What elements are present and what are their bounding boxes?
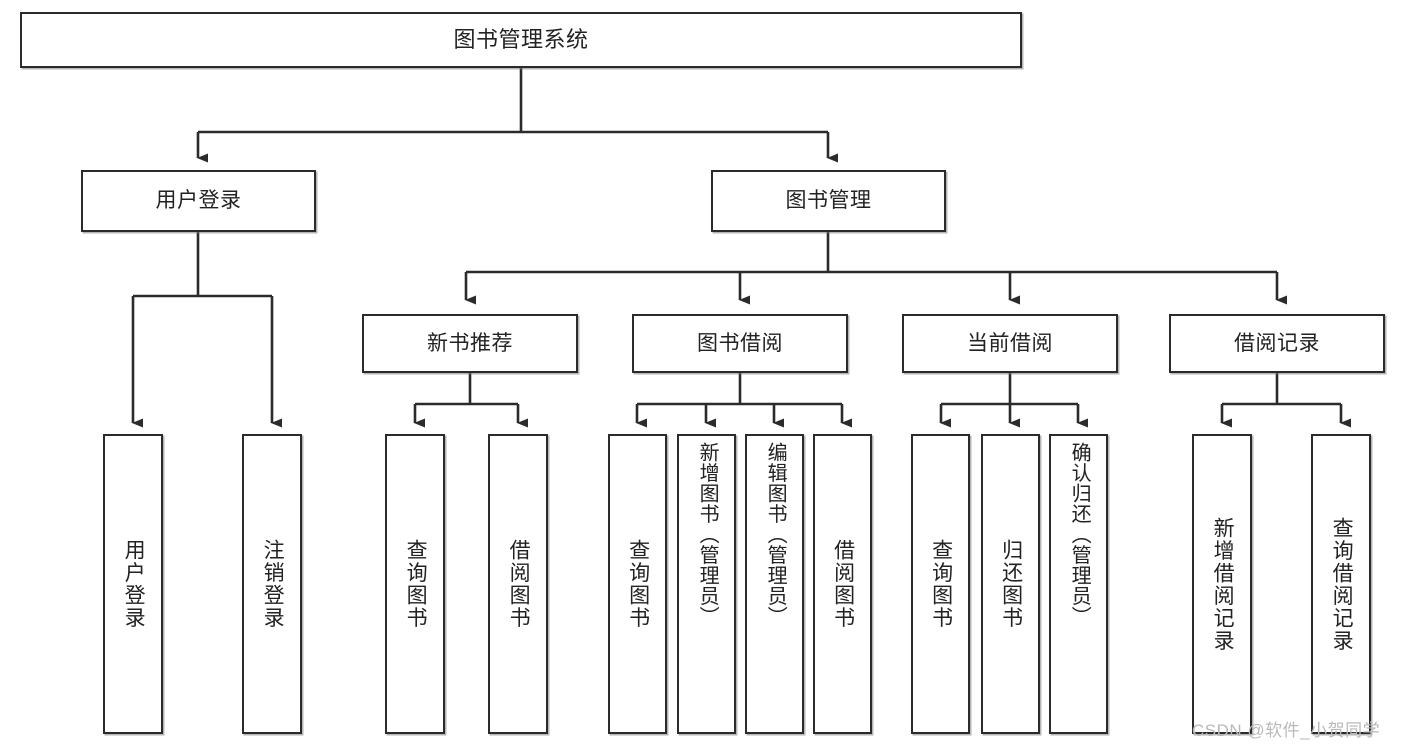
node-label: 确认归还（管理员）	[1068, 442, 1091, 627]
node-label: 图书管理	[785, 189, 872, 213]
node-root-book-management-system[interactable]: 图书管理系统	[20, 12, 1022, 68]
node-label: 注销登录	[261, 539, 285, 629]
node-label: 新增图书（管理员）	[696, 442, 719, 627]
node-borrowing-records[interactable]: 借阅记录	[1169, 314, 1385, 373]
node-label: 当前借阅	[967, 331, 1053, 355]
node-label: 新增借阅记录	[1211, 516, 1235, 652]
node-label: 用户登录	[122, 539, 146, 629]
node-current-borrowing[interactable]: 当前借阅	[902, 314, 1118, 373]
leaf-return-book[interactable]: 归还图书	[981, 434, 1040, 734]
leaf-edit-book-admin[interactable]: 编辑图书（管理员）	[745, 434, 804, 734]
node-label: 新书推荐	[427, 331, 513, 355]
leaf-query-book-borrowing[interactable]: 查询图书	[608, 434, 667, 734]
node-user-login[interactable]: 用户登录	[81, 170, 316, 232]
leaf-borrow-book-new-recommendation[interactable]: 借阅图书	[488, 434, 548, 734]
leaf-query-book-new-recommendation[interactable]: 查询图书	[385, 434, 445, 734]
leaf-query-borrowing-record[interactable]: 查询借阅记录	[1311, 434, 1371, 734]
node-label: 查询图书	[626, 539, 650, 629]
node-label: 借阅图书	[831, 539, 855, 629]
leaf-borrow-book-borrowing[interactable]: 借阅图书	[813, 434, 872, 734]
node-label: 借阅图书	[507, 539, 531, 629]
node-label: 查询图书	[404, 539, 428, 629]
leaf-user-login[interactable]: 用户登录	[103, 434, 163, 734]
leaf-confirm-return-admin[interactable]: 确认归还（管理员）	[1049, 434, 1108, 734]
node-label: 查询图书	[929, 539, 953, 629]
node-label: 借阅记录	[1234, 331, 1320, 355]
node-new-book-recommendation[interactable]: 新书推荐	[362, 314, 578, 373]
node-label: 归还图书	[999, 539, 1023, 629]
node-label: 编辑图书（管理员）	[764, 442, 787, 627]
node-label: 查询借阅记录	[1330, 516, 1354, 652]
leaf-add-book-admin[interactable]: 新增图书（管理员）	[677, 434, 736, 734]
leaf-logout[interactable]: 注销登录	[242, 434, 302, 734]
node-label: 用户登录	[155, 189, 242, 213]
node-label: 图书借阅	[697, 331, 783, 355]
leaf-query-book-current[interactable]: 查询图书	[911, 434, 970, 734]
node-label: 图书管理系统	[453, 26, 589, 52]
node-book-borrowing[interactable]: 图书借阅	[632, 314, 848, 373]
node-book-management[interactable]: 图书管理	[711, 170, 946, 232]
csdn-watermark: CSDN @软件_小贺同学	[1192, 721, 1381, 740]
leaf-add-borrowing-record[interactable]: 新增借阅记录	[1192, 434, 1252, 734]
